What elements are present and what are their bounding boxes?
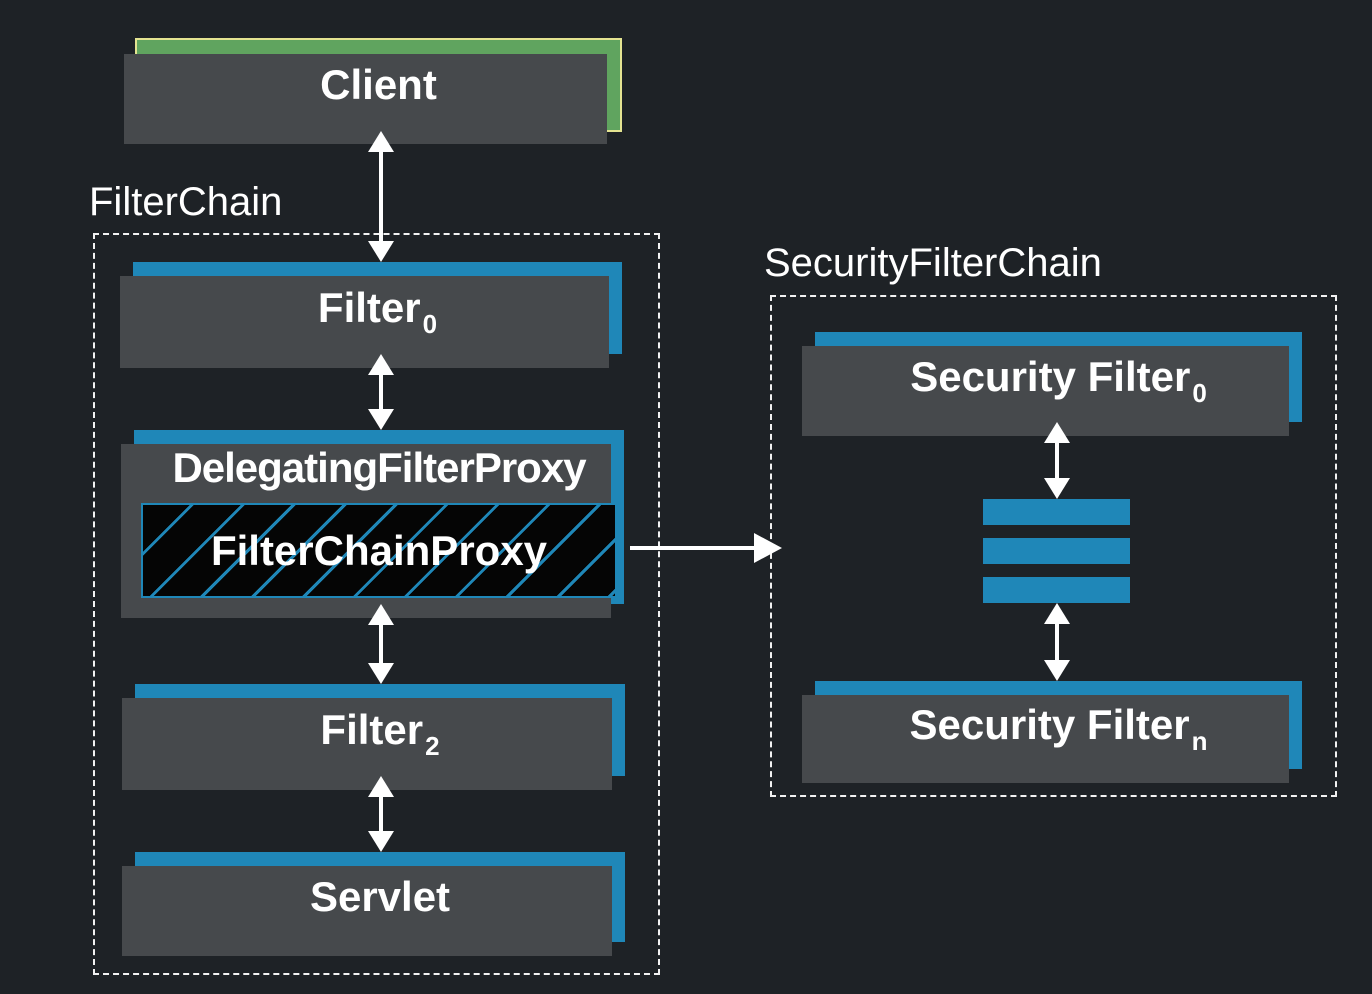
client-filter0-bidirectional-arrow bbox=[368, 131, 394, 262]
dfp-filter2-bidirectional-arrow bbox=[368, 604, 394, 684]
filter-ellipsis-bar bbox=[983, 499, 1130, 525]
filter-chain-proxy-label: FilterChainProxy bbox=[210, 526, 548, 574]
arrow-down-head bbox=[368, 409, 394, 430]
arrow-down-head bbox=[368, 241, 394, 262]
arrow-shaft bbox=[379, 619, 383, 669]
arrow-down-head bbox=[368, 831, 394, 852]
arrow-down-head bbox=[1044, 478, 1070, 499]
security-filtern-label: Security Filter bbox=[909, 701, 1190, 748]
arrow-up-head bbox=[368, 131, 394, 152]
arrow-down-head bbox=[1044, 660, 1070, 681]
arrow-shaft bbox=[379, 791, 383, 837]
security-filter0-node: Security Filter 0 bbox=[802, 332, 1302, 436]
arrow-shaft bbox=[379, 369, 383, 415]
arrow-up-head bbox=[368, 354, 394, 375]
filter0-label: Filter bbox=[317, 284, 421, 331]
security-filter0-label: Security Filter bbox=[910, 353, 1191, 400]
arrow-shaft bbox=[630, 546, 756, 550]
arrow-shaft bbox=[379, 146, 383, 247]
servlet-node: Servlet bbox=[122, 852, 625, 956]
security-filtern-subscript: n bbox=[1191, 725, 1208, 756]
fcp-to-security-filter-chain-arrow bbox=[630, 533, 782, 563]
arrow-right-head bbox=[754, 533, 782, 563]
security-filter0-subscript: 0 bbox=[1192, 377, 1207, 408]
arrow-shaft bbox=[1055, 437, 1059, 484]
filter0-subscript: 0 bbox=[422, 308, 438, 339]
security-filtern-node: Security Filter n bbox=[802, 681, 1302, 783]
servlet-label: Servlet bbox=[309, 873, 451, 920]
client-label: Client bbox=[320, 61, 437, 108]
client-node: Client bbox=[124, 38, 622, 144]
filter-ellipsis-bar bbox=[983, 577, 1130, 603]
filter0-node: Filter 0 bbox=[120, 262, 622, 368]
arrow-up-head bbox=[1044, 422, 1070, 443]
arrow-up-head bbox=[1044, 603, 1070, 624]
filter2-servlet-bidirectional-arrow bbox=[368, 776, 394, 852]
ellipsis-sfn-bidirectional-arrow bbox=[1044, 603, 1070, 681]
delegating-filter-proxy-label: DelegatingFilterProxy bbox=[172, 444, 586, 491]
filter2-subscript: 2 bbox=[425, 730, 440, 761]
arrow-up-head bbox=[368, 776, 394, 797]
security-filter-chain-title: SecurityFilterChain bbox=[764, 241, 1102, 285]
arrow-shaft bbox=[1055, 618, 1059, 666]
filter2-node: Filter 2 bbox=[122, 684, 625, 790]
filter-chain-group-frame bbox=[93, 233, 660, 975]
arrow-down-head bbox=[368, 663, 394, 684]
sf0-ellipsis-bidirectional-arrow bbox=[1044, 422, 1070, 499]
filter0-dfp-bidirectional-arrow bbox=[368, 354, 394, 430]
arrow-up-head bbox=[368, 604, 394, 625]
delegating-filter-proxy-node: DelegatingFilterProxy FilterChainProxy bbox=[121, 430, 624, 618]
filter-chain-title: FilterChain bbox=[89, 180, 283, 224]
filter2-label: Filter bbox=[320, 706, 424, 753]
filter-ellipsis-bar bbox=[983, 538, 1130, 564]
filter-chain-proxy-node: FilterChainProxy bbox=[141, 503, 617, 598]
